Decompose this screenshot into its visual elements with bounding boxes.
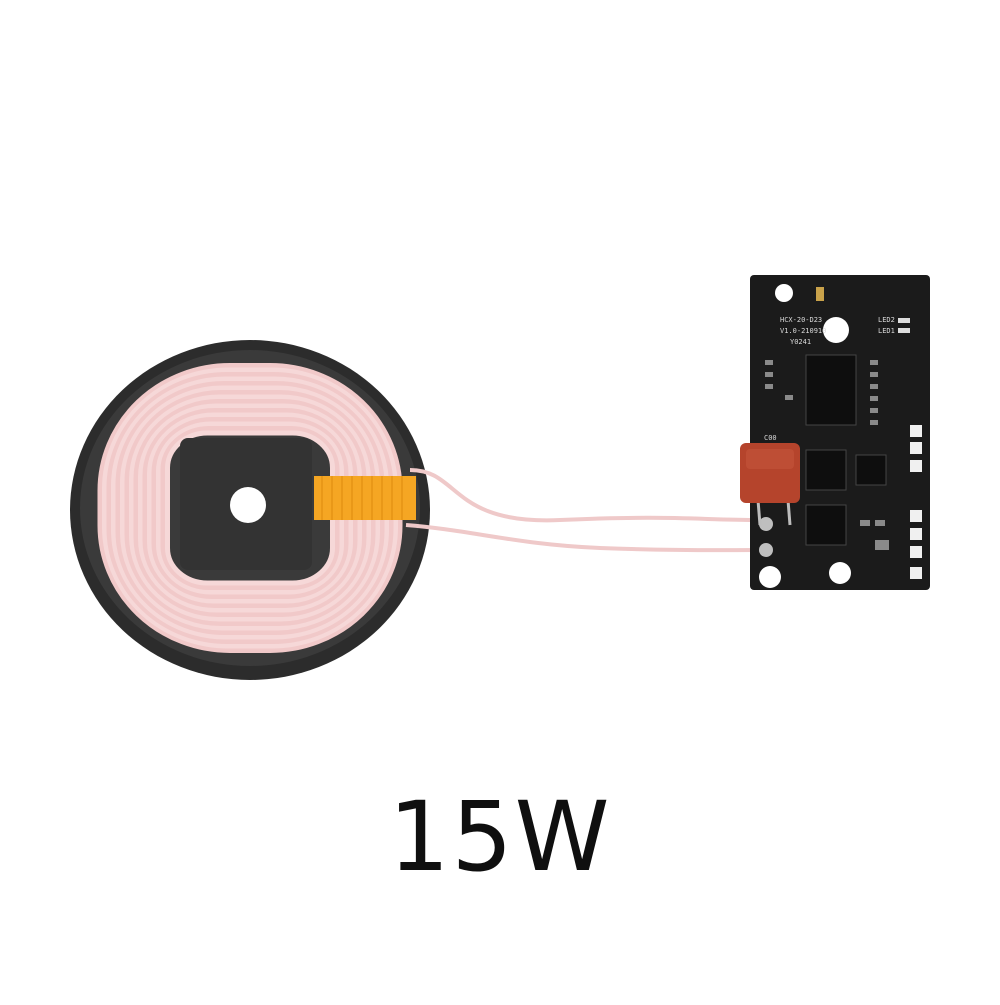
lead-wire-top xyxy=(409,468,761,523)
film-capacitor xyxy=(740,443,800,526)
lead-wire-bottom xyxy=(405,523,761,553)
circuit-board-icon: HCX-20-D23 V1.0-210910 Y0241 LED2 LED1 C… xyxy=(750,275,930,590)
pcb-model-text: HCX-20-D23 xyxy=(780,316,822,324)
coil-center-hole xyxy=(230,487,266,523)
kapton-tape xyxy=(314,476,416,520)
pcb-version-text: V1.0-210910 xyxy=(780,327,826,335)
pcb-capacitor-text: C00 xyxy=(764,434,777,442)
pcb-led2-text: LED2 xyxy=(878,316,895,324)
pcb-led1-text: LED1 xyxy=(878,327,895,335)
power-rating-label: 15W xyxy=(388,781,612,893)
pcb-code-text: Y0241 xyxy=(790,338,811,346)
